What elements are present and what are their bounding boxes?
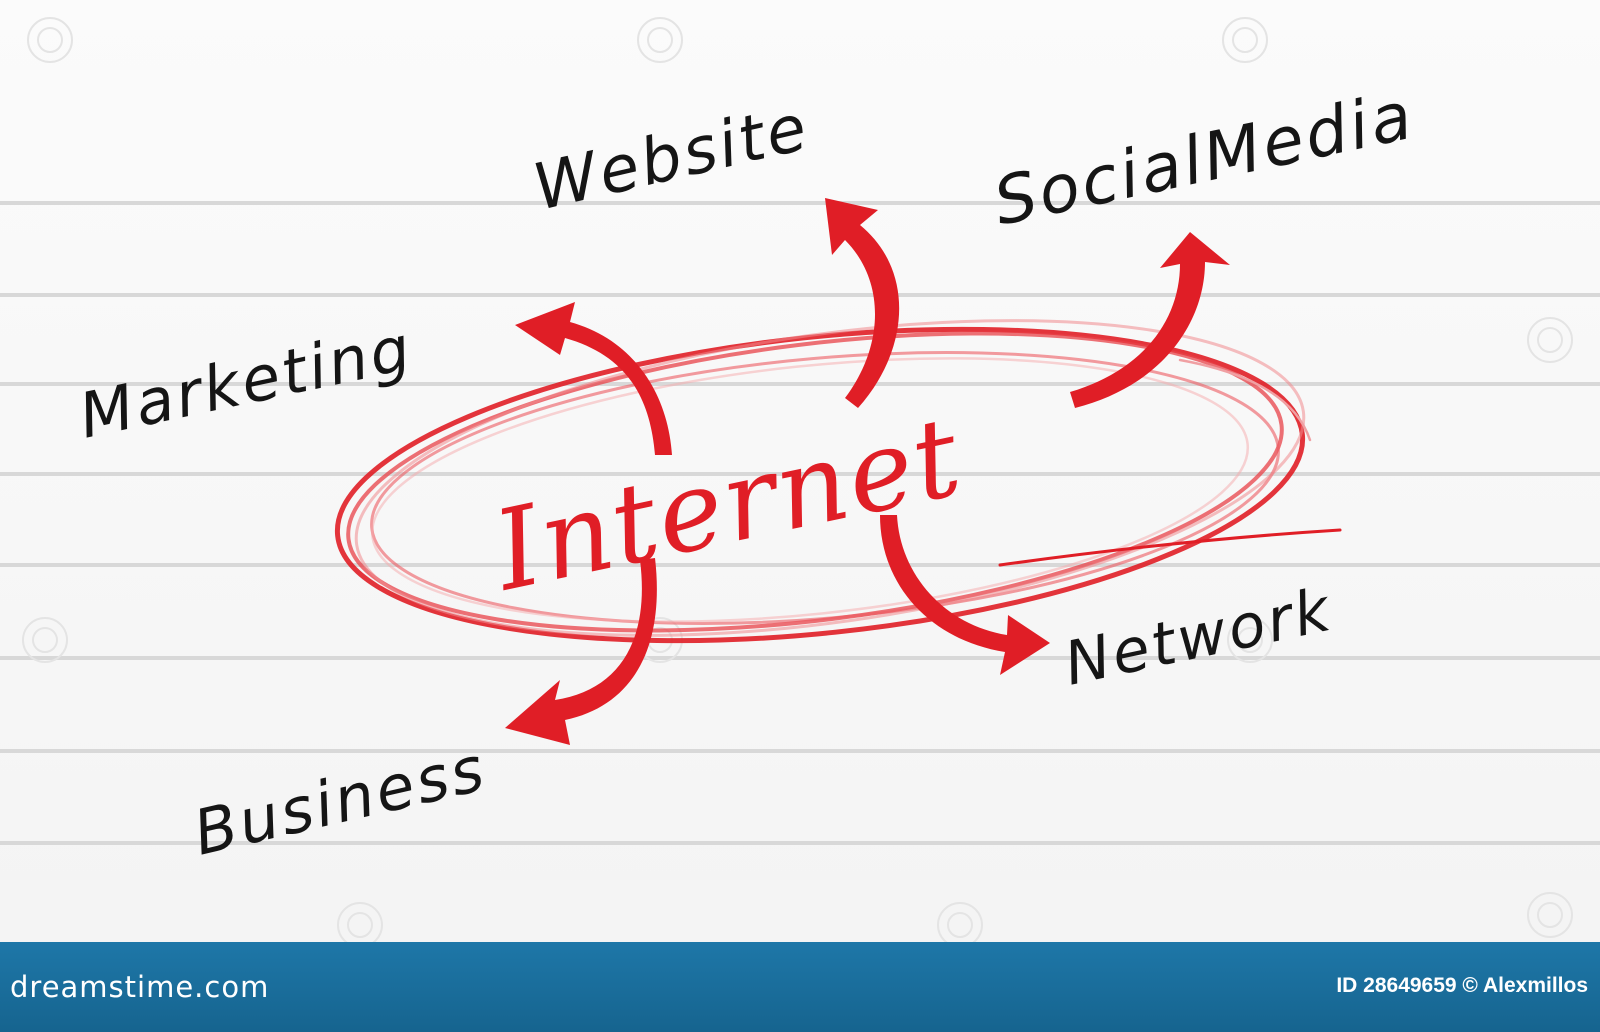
arrow-to-website — [825, 198, 900, 408]
node-label-network: Network — [1059, 575, 1339, 700]
watermark-pattern — [22, 17, 1573, 942]
arrow-to-social-media — [1070, 232, 1230, 408]
footer-bar: dreamstime.com ID 28649659 © Alexmillos — [0, 942, 1600, 1032]
node-label-social-media: SocialMedia — [987, 77, 1421, 241]
internet-circle-scribble — [334, 319, 1342, 644]
footer-brand-logo: dreamstime.com — [10, 970, 270, 1004]
footer-image-credit: ID 28649659 © Alexmillos — [1336, 974, 1588, 997]
arrows — [505, 198, 1230, 745]
paper-rule-lines — [0, 201, 1600, 845]
internet-mind-map: Internet Website SocialMedia Marketing B… — [0, 17, 1600, 942]
arrow-to-marketing — [515, 302, 672, 455]
node-label-marketing: Marketing — [73, 311, 419, 453]
node-label-website: Website — [527, 91, 816, 226]
arrow-to-network — [880, 515, 1050, 675]
lined-paper: Internet Website SocialMedia Marketing B… — [0, 0, 1600, 942]
arrow-to-business — [505, 558, 657, 745]
